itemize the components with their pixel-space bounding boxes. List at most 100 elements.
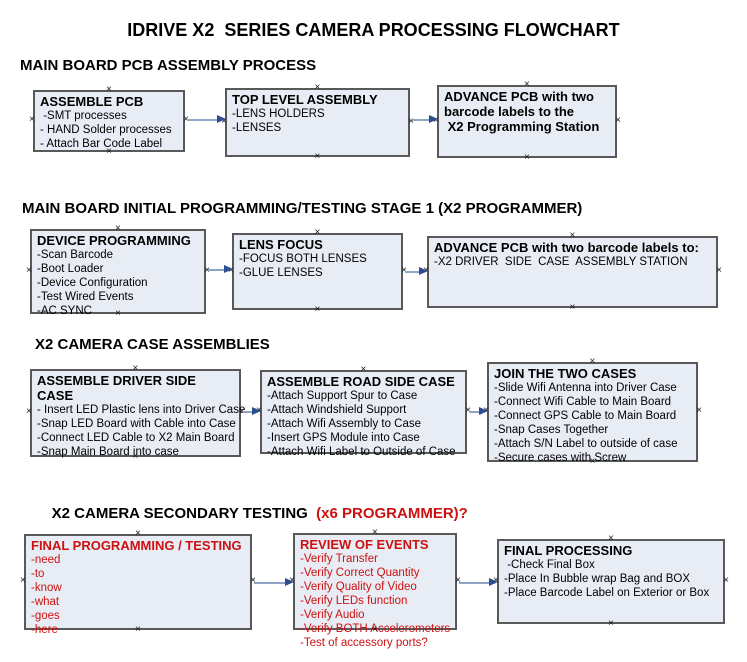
- flow-box-final-programming-testing: FINAL PROGRAMMING / TESTING -need-to-kno…: [20, 529, 256, 637]
- box-title: ADVANCE PCB with two barcode labels to t…: [444, 89, 600, 134]
- box-title: FINAL PROCESSING: [504, 543, 633, 558]
- connection-point-marker: ×: [106, 84, 112, 95]
- box-items: -Slide Wifi Antenna into Driver Case-Con…: [494, 381, 691, 465]
- connection-point-marker: ×: [135, 528, 141, 539]
- box-title: REVIEW OF EVENTS: [300, 537, 429, 552]
- connection-point-marker: ×: [314, 227, 321, 238]
- connection-point-marker: ×: [115, 223, 121, 234]
- connection-point-marker: ×: [314, 304, 321, 315]
- arrowhead-icon: [489, 578, 498, 586]
- box-item: -Scan Barcode: [37, 249, 114, 261]
- connection-point-marker: ×: [408, 115, 414, 127]
- connection-point-marker: ×: [608, 533, 614, 544]
- connector-line: [469, 411, 481, 413]
- section-heading-secondary-testing: X2 CAMERA SECONDARY TESTING (x6 PROGRAMM…: [35, 488, 468, 539]
- box-item: -SMT processes: [40, 110, 127, 122]
- box-title: TOP LEVEL ASSEMBLY: [232, 92, 378, 107]
- box-item: -Device Configuration: [37, 277, 148, 289]
- section-heading-black-part: X2 CAMERA SECONDARY TESTING: [51, 505, 312, 522]
- connection-point-marker: ×: [204, 265, 210, 276]
- connection-point-marker: ×: [569, 302, 576, 313]
- connection-point-marker: ×: [20, 575, 26, 586]
- arrowhead-icon: [252, 407, 261, 415]
- box-item: -Insert GPS Module into Case: [267, 432, 420, 444]
- box-item: -Snap Main Board into case: [37, 446, 179, 458]
- box-item: -Verify Transfer: [300, 553, 378, 565]
- box-items: -need-to-know-what-goes-here: [31, 553, 245, 637]
- page-title: IDRIVE X2 SERIES CAMERA PROCESSING FLOWC…: [127, 20, 620, 40]
- connection-point-marker: ×: [401, 264, 407, 276]
- connection-point-marker: ×: [26, 406, 32, 417]
- flow-box-assemble-pcb: ASSEMBLE PCB -SMT processes- HAND Solder…: [29, 85, 189, 157]
- box-items: -Attach Support Spur to Case-Attach Wind…: [267, 389, 460, 459]
- connection-point-marker: ×: [183, 115, 189, 125]
- connection-point-marker: ×: [723, 574, 729, 586]
- connector-line: [254, 582, 287, 584]
- connection-point-marker: ×: [455, 574, 461, 586]
- connector-line: [243, 411, 254, 413]
- box-item: -AC SYNC: [37, 305, 92, 317]
- box-item: -to: [31, 568, 45, 580]
- connection-point-marker: ×: [314, 82, 321, 93]
- box-title: ADVANCE PCB with two barcode labels to:: [434, 240, 699, 255]
- connection-point-marker: ×: [132, 451, 139, 462]
- box-item: -Connect LED Cable to X2 Main Board: [37, 432, 235, 444]
- connector-line: [405, 271, 421, 273]
- box-items: -Scan Barcode-Boot Loader-Device Configu…: [37, 248, 199, 318]
- box-item: -X2 DRIVER SIDE CASE ASSEMBLY STATION: [434, 256, 688, 268]
- section-heading-initial-programming: MAIN BOARD INITIAL PROGRAMMING/TESTING S…: [22, 200, 583, 217]
- connection-point-marker: ×: [26, 264, 32, 276]
- box-item: -Place Barcode Label on Exterior or Box: [504, 587, 710, 599]
- box-item: -Connect Wifi Cable to Main Board: [494, 396, 672, 408]
- box-item: - Attach Bar Code Label: [40, 138, 163, 150]
- connector-line: [208, 269, 226, 271]
- arrowhead-icon: [285, 578, 294, 586]
- box-items: - Insert LED Plastic lens into Driver Ca…: [37, 403, 246, 459]
- section-heading-case-assemblies: X2 CAMERA CASE ASSEMBLIES: [35, 336, 270, 353]
- box-title: JOIN THE TWO CASES: [494, 366, 637, 381]
- box-item: -Attach S/N Label to outside of case: [494, 438, 678, 450]
- box-title: ASSEMBLE PCB: [40, 94, 144, 109]
- box-title: LENS FOCUS: [239, 237, 323, 252]
- box-item: -Verify Quality of Video: [300, 581, 417, 593]
- connector-line: [187, 119, 219, 121]
- box-item: -Place In Bubble wrap Bag and BOX: [504, 573, 691, 585]
- box-item: -what: [31, 596, 60, 608]
- connection-point-marker: ×: [465, 406, 471, 416]
- connection-point-marker: ×: [372, 624, 378, 635]
- arrowhead-icon: [429, 115, 438, 123]
- box-item: -Verify LEDs function: [300, 595, 408, 607]
- flow-box-join-the-two-cases: JOIN THE TWO CASES -Slide Wifi Antenna i…: [483, 357, 702, 467]
- flow-box-advance-pcb-driver-side-station: ADVANCE PCB with two barcode labels to: …: [423, 231, 722, 313]
- box-item: -need: [31, 554, 61, 566]
- connection-point-marker: ×: [115, 308, 121, 319]
- flow-box-device-programming: DEVICE PROGRAMMING -Scan Barcode-Boot Lo…: [26, 224, 210, 319]
- box-item: -LENS HOLDERS: [232, 108, 325, 120]
- box-item: -FOCUS BOTH LENSES: [239, 253, 367, 265]
- flow-box-review-of-events: REVIEW OF EVENTS -Verify Transfer -Verify…: [289, 528, 461, 650]
- box-item: - Insert LED Plastic lens into Driver Ca…: [37, 404, 246, 416]
- box-item: -Attach Wifi Label to Outside of Case: [267, 446, 456, 458]
- box-item: -Verify Correct Quantity: [300, 567, 420, 579]
- section-heading-red-part: (x6 PROGRAMMER)?: [311, 505, 468, 522]
- connection-point-marker: ×: [569, 230, 576, 241]
- box-item: -Snap Cases Together: [494, 424, 609, 436]
- connection-point-marker: ×: [314, 151, 321, 162]
- flow-box-lens-focus: LENS FOCUS -FOCUS BOTH LENSES-GLUE LENSE…: [228, 228, 407, 315]
- connection-point-marker: ×: [524, 152, 530, 163]
- connector-line: [459, 582, 491, 584]
- box-title: ASSEMBLE ROAD SIDE CASE: [267, 374, 455, 389]
- box-item: -here: [31, 624, 58, 636]
- connection-point-marker: ×: [106, 146, 112, 157]
- connection-point-marker: ×: [696, 405, 702, 416]
- connection-point-marker: ×: [239, 407, 245, 417]
- box-item: -Test Wired Events: [37, 291, 134, 303]
- flow-box-assemble-road-side-case: ASSEMBLE ROAD SIDE CASE -Attach Support …: [256, 365, 471, 459]
- arrowhead-icon: [419, 267, 428, 275]
- connection-point-marker: ×: [608, 618, 614, 629]
- connection-point-marker: ×: [250, 575, 256, 586]
- connection-point-marker: ×: [589, 456, 596, 467]
- box-items: -FOCUS BOTH LENSES-GLUE LENSES: [239, 252, 396, 280]
- box-item: -goes: [31, 610, 60, 622]
